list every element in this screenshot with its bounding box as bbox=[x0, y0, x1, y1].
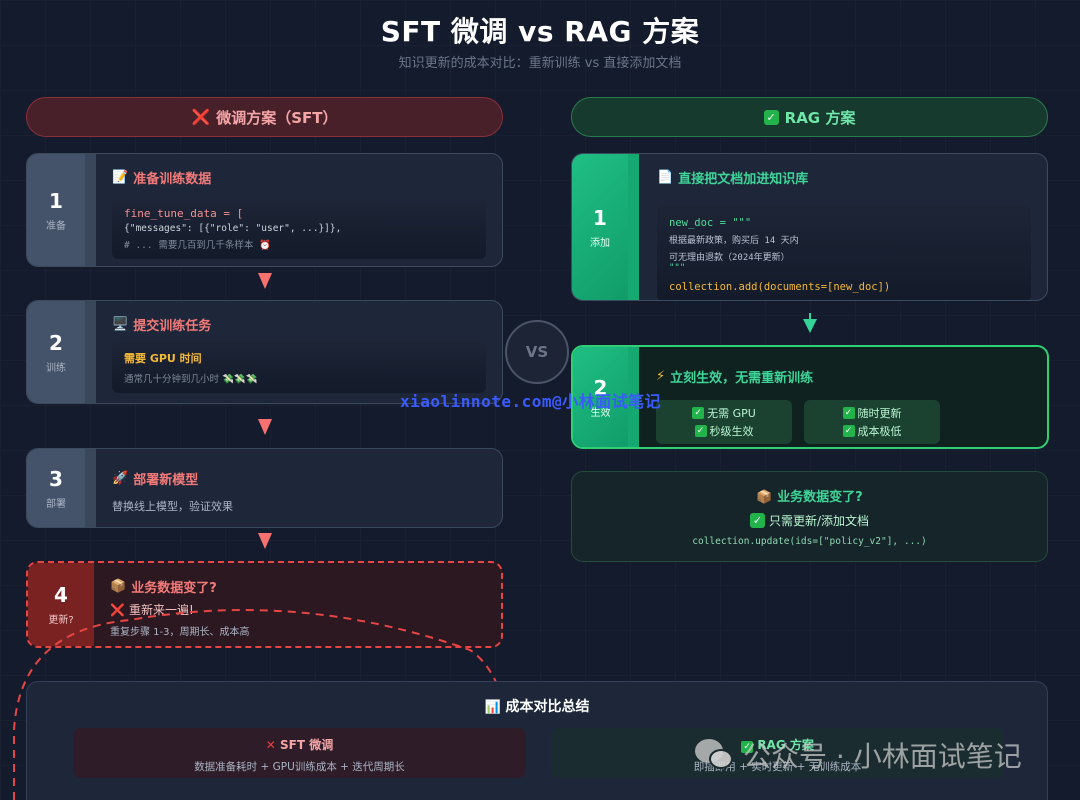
rag-step-1: 1 添加 📄 直接把文档加进知识库 new_doc = """ 根据最新政策，购… bbox=[571, 153, 1048, 301]
step-label: 生效 bbox=[590, 407, 611, 419]
step-badge: 2 训练 bbox=[27, 301, 96, 403]
rag-step-2: 2 生效 ⚡ 立刻生效，无需重新训练 ✓无需 GPU ✓秒级生效 ✓随时更新 ✓… bbox=[571, 345, 1049, 449]
step-badge: 1 准备 bbox=[27, 154, 96, 266]
check-icon: ✓ bbox=[692, 407, 705, 419]
step-badge: 3 部署 bbox=[27, 449, 96, 527]
package-icon: 📦 bbox=[110, 579, 127, 594]
check-icon: ✓ bbox=[741, 741, 754, 753]
benefit-box-right: ✓随时更新 ✓成本极低 bbox=[804, 400, 940, 444]
sft-step-2: 2 训练 🖥️ 提交训练任务 需要 GPU 时间 通常几十分钟到几小时 💸💸💸 bbox=[26, 300, 503, 404]
step-label: 部署 bbox=[46, 498, 66, 510]
benefit-item: 无需 GPU bbox=[707, 407, 756, 420]
document-icon: 📄 bbox=[657, 170, 674, 185]
step-detail: 替换线上模型，验证效果 bbox=[112, 500, 233, 513]
wechat-icon bbox=[695, 737, 735, 773]
check-icon: ✓ bbox=[842, 407, 855, 419]
warning-text: 重新来一遍! bbox=[128, 603, 194, 617]
step-title: 立刻生效，无需重新训练 bbox=[670, 371, 814, 386]
benefits-list: ✓无需 GPU ✓秒级生效 ✓随时更新 ✓成本极低 bbox=[656, 400, 1031, 444]
gpu-time-note: 需要 GPU 时间 bbox=[124, 352, 202, 365]
step-label: 训练 bbox=[46, 362, 66, 374]
sft-header-label: 微调方案（SFT） bbox=[216, 108, 338, 127]
step-badge: 1 添加 bbox=[572, 154, 639, 300]
cost-summary-panel: 📊 成本对比总结 ✕ SFT 微调 数据准备耗时 + GPU训练成本 + 迭代周… bbox=[26, 681, 1048, 800]
code-line: fine_tune_data = [ bbox=[124, 207, 244, 220]
bar-chart-icon: 📊 bbox=[484, 700, 501, 715]
code-line: new_doc = """ bbox=[669, 217, 752, 229]
summary-title: 成本对比总结 bbox=[505, 699, 590, 715]
code-line: {"messages": [{"role": "user", ...}]}, bbox=[124, 223, 342, 234]
page-title: SFT 微调 vs RAG 方案 bbox=[380, 15, 700, 48]
check-icon: ✓ bbox=[749, 513, 765, 528]
update-title: 业务数据变了? bbox=[777, 490, 863, 505]
rocket-icon: 🚀 bbox=[112, 471, 129, 486]
step-number: 1 bbox=[593, 205, 607, 230]
watermark-wechat-text: 公众号 · 小林面试笔记 bbox=[743, 740, 1022, 773]
summary-card-rag: ✓ RAG 方案 即插即用 + 实时更新 + 无训练成本 bbox=[551, 728, 1004, 778]
cross-icon: ✕ bbox=[265, 738, 276, 752]
duration-note: 通常几十分钟到几小时 💸💸💸 bbox=[124, 374, 258, 385]
rag-column-header: ✓ RAG 方案 bbox=[571, 97, 1048, 137]
arrow-down-icon bbox=[803, 313, 817, 333]
code-line: 根据最新政策，购买后 14 天内 bbox=[669, 236, 799, 246]
step-title: 业务数据变了? bbox=[131, 581, 217, 596]
code-block: new_doc = """ 根据最新政策，购买后 14 天内 可无理由退款（20… bbox=[657, 205, 1031, 300]
cross-icon: ❌ bbox=[110, 602, 125, 617]
summary-card-sft: ✕ SFT 微调 数据准备耗时 + GPU训练成本 + 迭代周期长 bbox=[73, 728, 526, 778]
check-icon: ✓ bbox=[763, 109, 779, 125]
step-title: 准备训练数据 bbox=[133, 172, 212, 187]
benefit-box-left: ✓无需 GPU ✓秒级生效 bbox=[656, 400, 792, 444]
watermark-wechat: 公众号 · 小林面试笔记 bbox=[695, 735, 1022, 775]
summary-rag-desc: 即插即用 + 实时更新 + 无训练成本 bbox=[693, 761, 862, 773]
step-title: 提交训练任务 bbox=[133, 319, 212, 334]
summary-sft-title: SFT 微调 bbox=[280, 738, 334, 752]
code-line: 可无理由退款（2024年更新） bbox=[669, 253, 790, 263]
summary-sft-desc: 数据准备耗时 + GPU训练成本 + 迭代周期长 bbox=[194, 761, 405, 773]
step-badge: 4 更新? bbox=[28, 563, 94, 646]
step-detail: 重复步骤 1-3，周期长、成本高 bbox=[110, 627, 250, 638]
step-number: 2 bbox=[49, 330, 63, 355]
update-code: collection.update(ids=["policy_v2"], ...… bbox=[692, 536, 927, 547]
package-icon: 📦 bbox=[756, 490, 773, 505]
step-number: 2 bbox=[593, 375, 608, 400]
code-line: """ bbox=[669, 263, 686, 273]
code-comment: # ... 需要几百到几千条样本 ⏰ bbox=[124, 240, 271, 251]
benefit-item: 随时更新 bbox=[857, 407, 902, 420]
sft-step-4: 4 更新? 📦 业务数据变了? ❌ 重新来一遍! 重复步骤 1-3，周期长、成本… bbox=[26, 561, 503, 648]
arrow-down-icon bbox=[258, 419, 272, 435]
arrow-down-icon bbox=[258, 273, 272, 289]
memo-icon: 📝 bbox=[112, 170, 129, 185]
vs-badge: VS bbox=[505, 320, 569, 384]
step-number: 3 bbox=[49, 466, 63, 491]
cross-icon: ❌ bbox=[191, 108, 211, 126]
computer-icon: 🖥️ bbox=[112, 317, 129, 332]
info-block: 需要 GPU 时间 通常几十分钟到几小时 💸💸💸 bbox=[112, 342, 486, 393]
page-subtitle: 知识更新的成本对比：重新训练 vs 直接添加文档 bbox=[398, 56, 682, 71]
check-icon: ✓ bbox=[842, 425, 855, 437]
watermark-blue: xiaolinnote.com@小林面试笔记 bbox=[400, 392, 662, 411]
code-line: collection.add(documents=[new_doc]) bbox=[669, 281, 891, 293]
rag-update-card: 📦 业务数据变了? ✓ 只需更新/添加文档 collection.update(… bbox=[571, 471, 1048, 562]
benefit-item: 秒级生效 bbox=[709, 425, 754, 438]
step-title: 直接把文档加进知识库 bbox=[678, 172, 809, 187]
step-title: 部署新模型 bbox=[133, 473, 199, 488]
step-label: 添加 bbox=[590, 237, 610, 249]
lightning-icon: ⚡ bbox=[656, 369, 666, 384]
step-label: 更新? bbox=[48, 615, 74, 626]
check-icon: ✓ bbox=[694, 425, 707, 437]
rag-header-label: RAG 方案 bbox=[784, 108, 856, 127]
benefit-item: 成本极低 bbox=[857, 425, 902, 438]
step-badge: 2 生效 bbox=[573, 347, 639, 447]
step-number: 1 bbox=[49, 188, 63, 213]
sft-step-3: 3 部署 🚀 部署新模型 替换线上模型，验证效果 bbox=[26, 448, 503, 528]
code-block: fine_tune_data = [ {"messages": [{"role"… bbox=[112, 199, 486, 259]
sft-column-header: ❌ 微调方案（SFT） bbox=[26, 97, 503, 137]
sft-step-1: 1 准备 📝 准备训练数据 fine_tune_data = [ {"messa… bbox=[26, 153, 503, 267]
summary-rag-title: RAG 方案 bbox=[757, 738, 814, 752]
step-label: 准备 bbox=[46, 220, 66, 232]
step-number: 4 bbox=[54, 583, 68, 607]
update-action: 只需更新/添加文档 bbox=[768, 514, 870, 528]
arrow-down-icon bbox=[258, 533, 272, 549]
